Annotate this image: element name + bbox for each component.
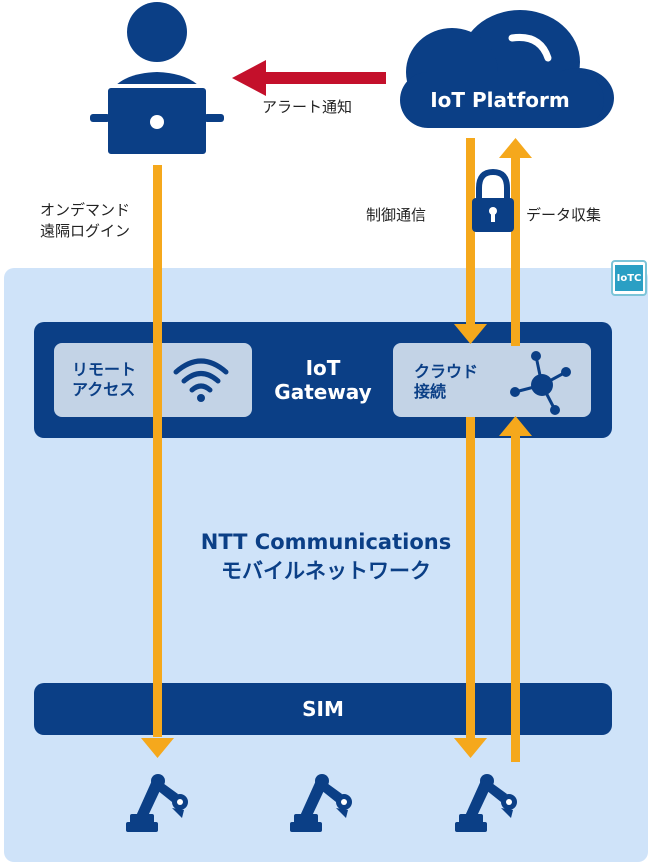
control-down-arrow-1 — [454, 138, 487, 344]
iot-platform-label: IoT Platform — [430, 88, 570, 112]
cloud-connect-box — [393, 343, 591, 417]
control-label: 制御通信 — [366, 206, 427, 224]
cloud-connect-label: クラウド 接続 — [414, 362, 479, 401]
remote-access-label: リモート アクセス — [72, 360, 137, 399]
iot-gateway-label: IoT Gateway — [274, 356, 372, 404]
robot-arm-icon-3 — [455, 774, 517, 832]
collect-label: データ収集 — [526, 206, 602, 224]
lock-icon — [472, 168, 514, 232]
wifi-icon — [173, 358, 229, 393]
person-laptop-icon — [90, 2, 224, 158]
sim-label: SIM — [302, 697, 344, 721]
wifi-dot — [197, 394, 205, 402]
collect-up-arrow-2 — [499, 416, 532, 762]
cloud-icon — [400, 10, 614, 128]
collect-up-arrow-1 — [499, 138, 532, 346]
alert-label: アラート通知 — [262, 98, 353, 116]
network-hub-icon — [510, 351, 571, 415]
remote-access-arrow — [141, 165, 174, 758]
remote-login-label: オンデマンド 遠隔ログイン — [40, 201, 131, 240]
robot-arm-icon-1 — [126, 774, 188, 832]
alert-arrow — [232, 60, 386, 96]
network-label: NTT Communications モバイルネットワーク — [200, 530, 452, 583]
iotc-badge-label: IoTC — [615, 265, 643, 291]
control-down-arrow-2 — [454, 417, 487, 758]
iotc-badge: IoTC — [611, 260, 647, 296]
robot-arm-icon-2 — [290, 774, 352, 832]
